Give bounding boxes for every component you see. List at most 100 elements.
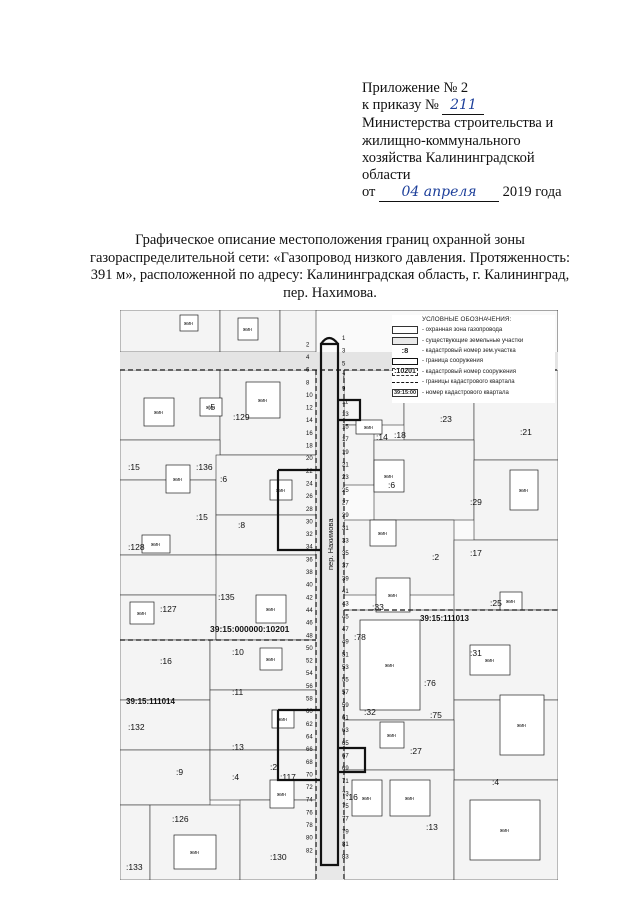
house-label: жин [190,850,199,856]
house-label: жин [154,410,163,416]
point-number: 53 [342,665,349,671]
legend-row-quarter-number: 39:15:00- номер кадастрового квартала [392,387,555,397]
point-number: 43 [342,602,349,608]
house-label: жин [173,477,182,483]
point-number: 75 [342,804,349,810]
point-number: 41 [342,589,349,595]
point-number: 70 [306,772,313,778]
house-outline [359,619,421,711]
house-label: жин [500,828,509,834]
parcel-label: :25 [490,598,502,608]
street-name: пер. Нахимова [326,518,335,570]
house-outline [259,647,283,671]
point-number: 27 [342,501,349,507]
house-outline [199,397,223,417]
point-number: 28 [306,507,313,513]
house-label: жин [243,327,252,333]
point-number: 58 [306,697,313,703]
point-number: 14 [306,418,313,424]
house-outline [469,799,541,861]
point-number: 57 [342,690,349,696]
point-number: 2 [306,342,310,348]
house-label: жин [278,717,287,723]
house-outline [269,779,295,809]
house-label: жин [405,796,414,802]
house-outline [355,419,383,435]
zone-top-cap [320,336,339,345]
parcel-label: :4 [492,777,499,787]
order-prefix: к приказу № [362,97,439,114]
point-number: 4 [306,355,310,361]
map-legend: УСЛОВНЫЕ ОБОЗНАЧЕНИЯ: - охранная зона га… [392,315,555,403]
point-number: 67 [342,754,349,760]
point-number: 81 [342,842,349,848]
ministry-line-3: хозяйства Калининградской [362,149,535,166]
house-outline [173,834,217,870]
zone-main-strip [319,342,340,867]
house-label: жин [506,599,515,605]
zone-branch-1 [276,468,321,552]
document-title: Графическое описание местоположения гран… [60,232,600,302]
parcel-label: :13 [426,822,438,832]
point-number: 56 [306,684,313,690]
point-number: 71 [342,779,349,785]
quarter-label-1: 39:15:000000:10201 [210,624,290,634]
order-number-handwritten: 211 [442,97,485,116]
parcel-label: :5 [208,402,215,412]
parcel-label: :128 [128,542,145,552]
legend-row-zone: - охранная зона газопровода [392,325,555,335]
point-number: 16 [306,431,313,437]
zone-branch-2 [276,708,321,782]
point-number: 5 [342,361,346,367]
point-number: 23 [342,475,349,481]
house-label: жин [385,663,394,669]
house-label: жин [362,796,371,802]
point-number: 26 [306,494,313,500]
parcel-label: :21 [520,427,532,437]
parcel-label: :126 [172,814,189,824]
point-number: 25 [342,488,349,494]
legend-row-structure-number: :10201- кадастровый номер сооружения [392,367,555,377]
legend-row-structure: - граница сооружения [392,356,555,366]
point-number: 31 [342,526,349,532]
house-outline [245,381,281,419]
point-number: 49 [342,640,349,646]
parcel-label: :31 [470,648,482,658]
legend-quarter-number-symbol: 39:15:00 [392,388,418,397]
legend-parcel-symbol [392,336,418,345]
point-number: 76 [306,810,313,816]
point-number: 44 [306,608,313,614]
point-number: 51 [342,652,349,658]
point-number: 65 [342,741,349,747]
point-number: 39 [342,576,349,582]
point-number: 77 [342,817,349,823]
parcel-label: :136 [196,462,213,472]
parcel-label: :23 [440,414,452,424]
parcel-label: :16 [160,656,172,666]
house-label: жин [387,733,396,739]
point-number: 72 [306,785,313,791]
legend-structure-symbol [392,357,418,365]
point-number: 17 [342,437,349,443]
parcel-label: :32 [364,707,376,717]
point-number: 52 [306,659,313,665]
point-number: 47 [342,627,349,633]
point-number: 30 [306,519,313,525]
point-number: 22 [306,469,313,475]
point-number: 29 [342,513,349,519]
parcel-label: :133 [126,862,143,872]
point-number: 59 [342,703,349,709]
house-label: жин [364,425,373,431]
point-number: 54 [306,671,313,677]
quarter-label-3: 39:15:111014 [126,697,175,706]
appendix-number: Приложение № 2 [362,80,469,96]
house-outline [375,577,411,613]
house-label: жин [137,611,146,617]
point-number: 36 [306,557,313,563]
house-label: жин [266,657,275,663]
ministry-line-1: Министерства строительства и [362,115,554,132]
legend-label: - границы кадастрового квартала [422,379,515,386]
house-label: жин [266,607,275,613]
title-line-3: 391 м», расположенной по адресу: Калинин… [90,267,570,284]
title-line-2: газораспределительной сети: «Газопровод … [90,249,570,266]
